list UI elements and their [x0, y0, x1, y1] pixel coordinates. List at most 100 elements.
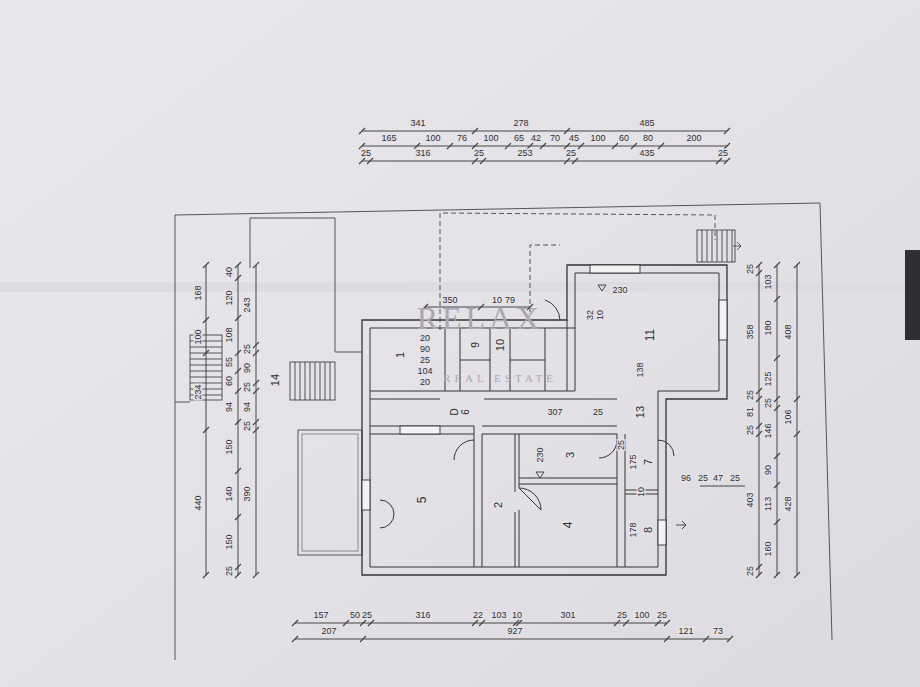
plan-line — [519, 478, 617, 479]
dimension-label: 390 — [243, 485, 252, 502]
dimension-label: 108 — [225, 326, 234, 343]
plan-line — [370, 399, 440, 400]
dimension-label: 25 — [473, 149, 485, 158]
dimension-label: 207 — [320, 627, 337, 636]
dimension-label: 25 — [764, 397, 773, 409]
room-number: 4 — [562, 521, 574, 530]
dimension-label: 103 — [490, 611, 507, 620]
dimension-label: 25 — [360, 149, 372, 158]
dimension-label: 65 — [513, 134, 525, 143]
room-number: 7 — [643, 458, 654, 466]
plan-line — [362, 161, 727, 162]
dimension-label: 25 — [697, 474, 709, 483]
dimension-label: 55 — [225, 356, 234, 368]
dimension-label: 25 — [617, 439, 626, 451]
dimension-label: 106 — [784, 408, 793, 425]
plan-rect — [719, 300, 727, 340]
dimension-label: 403 — [746, 491, 755, 508]
dimension-label: 178 — [629, 521, 638, 538]
plan-g — [362, 265, 727, 575]
dimension-label: 10 — [511, 611, 523, 620]
dimension-label: 104 — [416, 367, 433, 376]
dimension-label: 307 — [546, 408, 563, 417]
dimension-label: 25 — [729, 474, 741, 483]
watermark: REAL ESTATE — [443, 373, 557, 384]
dimension-label: 121 — [677, 627, 694, 636]
plan-rect — [0, 282, 920, 292]
dimension-label: 316 — [414, 149, 431, 158]
plan-polygon — [598, 285, 606, 291]
plan-line — [625, 434, 626, 567]
plan-rect — [400, 426, 440, 434]
dimension-label: 435 — [638, 149, 655, 158]
plan-line — [460, 360, 490, 361]
dimension-label: 341 — [409, 119, 426, 128]
plan-polygon — [536, 472, 544, 478]
room-number: 9 — [470, 341, 481, 349]
dimension-label: 90 — [419, 345, 431, 354]
dimension-label: 81 — [746, 406, 755, 418]
plan-line — [777, 265, 778, 575]
plan-path — [676, 521, 686, 529]
dimension-label: 22 — [472, 611, 484, 620]
dimension-label: 125 — [764, 370, 773, 387]
dimension-label: 94 — [243, 401, 252, 413]
watermark: RELAX — [417, 302, 544, 334]
dimension-label: 25 — [616, 611, 628, 620]
dimension-label: 100 — [424, 134, 441, 143]
plan-line — [575, 328, 576, 391]
dimension-label: 73 — [712, 627, 724, 636]
room-number: 11 — [644, 328, 656, 342]
plan-line — [362, 131, 727, 132]
dimension-label: 234 — [194, 383, 203, 400]
dimension-label: 175 — [629, 453, 638, 470]
dimension-label: 25 — [746, 389, 755, 401]
dimension-label: 243 — [243, 296, 252, 313]
plan-line — [515, 512, 516, 567]
plan-path — [545, 300, 560, 320]
plan-g — [190, 230, 741, 400]
plan-line — [206, 265, 207, 575]
room-number: 6 — [461, 408, 471, 416]
room-number: 8 — [643, 526, 654, 534]
dimension-label: 440 — [194, 494, 203, 511]
dimension-label: 278 — [512, 119, 529, 128]
dimension-label: 45 — [568, 134, 580, 143]
dimension-label: 25 — [225, 565, 234, 577]
plan-rect — [302, 434, 358, 551]
room-number: 5 — [416, 496, 428, 505]
dimension-label: 25 — [243, 420, 252, 432]
plan-line — [519, 434, 520, 488]
dimension-label: 20 — [419, 334, 431, 343]
dimension-label: 25 — [361, 611, 373, 620]
dimension-label: 10 — [491, 296, 503, 305]
dimension-label: 50 — [349, 611, 361, 620]
plan-g — [536, 285, 686, 529]
dimension-label: 350 — [441, 296, 458, 305]
plan-line — [567, 320, 568, 391]
dimension-label: 927 — [506, 627, 523, 636]
plan-rect — [905, 250, 920, 340]
dimension-label: 113 — [764, 496, 773, 512]
room-number: 10 — [495, 338, 506, 352]
dimension-label: 10 — [637, 486, 646, 498]
plan-polygon — [370, 273, 719, 567]
dimension-label: 90 — [764, 464, 773, 476]
room-number: 3 — [565, 451, 576, 459]
plan-line — [759, 265, 760, 575]
dimension-label: 150 — [225, 533, 234, 550]
dimension-label: 76 — [456, 134, 468, 143]
plan-path — [454, 440, 474, 460]
plan-polygon — [362, 265, 727, 575]
plan-path — [519, 488, 541, 510]
plan-path — [599, 440, 617, 458]
room-number: 2 — [493, 501, 504, 509]
dimension-label: 165 — [380, 134, 397, 143]
dimension-label: 200 — [685, 134, 702, 143]
plan-g — [362, 265, 727, 545]
plan-line — [519, 510, 520, 567]
dimension-label: 60 — [618, 134, 630, 143]
plan-line — [797, 265, 798, 575]
